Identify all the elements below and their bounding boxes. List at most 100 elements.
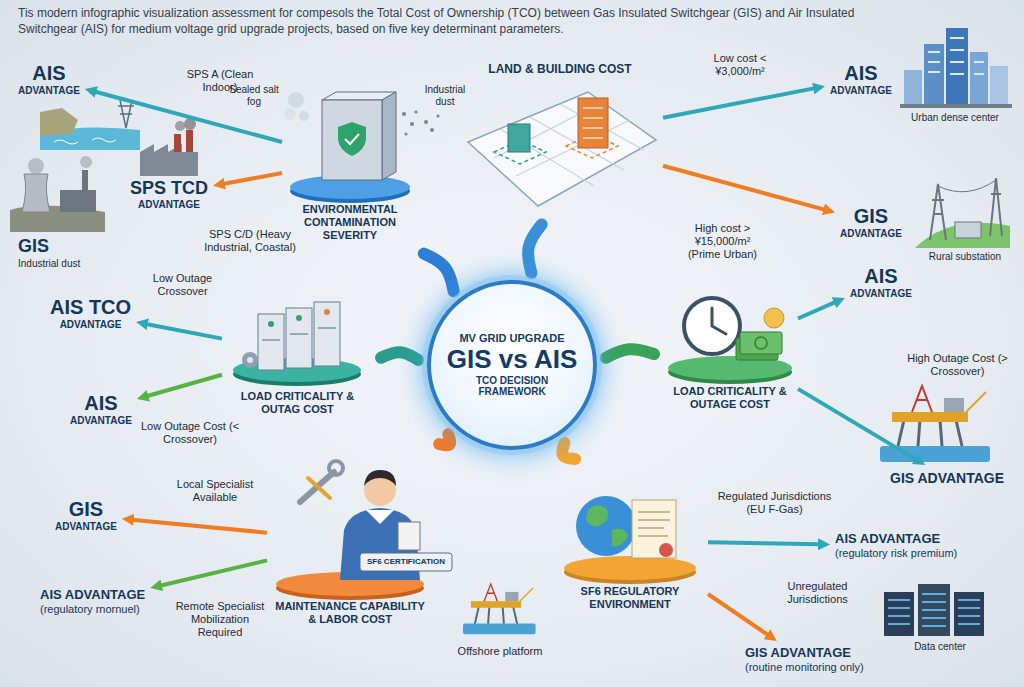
node-text: GIS: [55, 498, 117, 521]
node-text: ADVANTAGE: [130, 199, 208, 211]
node-text: AIS ADVANTAGE: [40, 588, 145, 603]
arrow-connector: [798, 302, 836, 319]
node-text: ADVANTAGE: [70, 415, 132, 427]
land-map: [508, 124, 530, 152]
urban-skyline: [900, 104, 1012, 108]
switchgear-icon: [286, 308, 312, 368]
factor-node: LOAD CRITICALITY & OUTAG COST: [225, 290, 370, 416]
contamination-icon: [410, 122, 414, 126]
factory-scene: [174, 134, 181, 152]
factory-scene: [140, 118, 198, 176]
factory-scene: [175, 121, 185, 131]
contamination-icon: [382, 92, 396, 180]
outage-cost-icon: [712, 308, 726, 334]
edge-label: Remote Specialist Mobilization Required: [170, 600, 270, 640]
switchgear-icon: [258, 314, 284, 370]
urban-skyline: [990, 66, 1008, 106]
contamination-icon: [345, 134, 359, 144]
land-map: [578, 98, 608, 148]
outcome-node: AISADVANTAGE: [18, 62, 80, 97]
industrial-scene: [28, 158, 44, 174]
data-center: [884, 592, 914, 636]
technician-figure: [308, 478, 330, 498]
caption-label: Offshore platform: [445, 645, 555, 658]
urban-skyline: [970, 52, 988, 106]
contamination-icon: [299, 111, 309, 121]
hub-circle: MV GRID UPGRADEGIS vs AISTCO DECISION FR…: [427, 280, 597, 450]
edge-label: Local Specialist Available: [165, 478, 265, 504]
node-text: SF6 REGULATORY ENVIRONMENT: [555, 585, 705, 611]
rural-substation: [938, 180, 996, 192]
node-text: GIS: [840, 205, 902, 228]
node-text: ADVANTAGE: [850, 288, 912, 300]
rural-substation: [915, 178, 1010, 248]
industrial-scene: [10, 156, 105, 232]
edge-label: SPS C/D (Heavy Industrial, Coastal): [195, 228, 305, 254]
arrow-connector: [146, 375, 222, 397]
node-text: AIS TCO: [50, 296, 131, 319]
contamination-icon: [404, 132, 407, 135]
coastal-scene: [118, 100, 134, 128]
node-text: LAND & BUILDING COST: [460, 62, 660, 76]
data-center: [884, 584, 984, 636]
arrow-connector: [708, 594, 769, 635]
rural-substation: [955, 222, 981, 238]
technician-figure: [366, 510, 394, 524]
offshore-platform: [463, 584, 536, 634]
contamination-icon: [338, 122, 366, 156]
industrial-scene: [80, 156, 92, 168]
offshore-rig: [880, 386, 990, 462]
outcome-node: AIS ADVANTAGE(regulatory risk premium): [835, 532, 957, 560]
arrow-connector: [146, 324, 222, 339]
edge-label: Unregulated Jurisdictions: [770, 580, 865, 606]
edge-label: Low cost < ¥3,000/m²: [700, 52, 780, 78]
outcome-node: AIS TCOADVANTAGE: [50, 296, 131, 331]
coastal-scene: [40, 108, 78, 136]
data-center: [888, 594, 980, 626]
offshore-rig: [880, 386, 990, 462]
node-text: ADVANTAGE: [18, 85, 80, 97]
branch-link: [439, 434, 450, 445]
technician-figure: [364, 470, 396, 486]
factor-node: SF6 REGULATORY ENVIRONMENT: [555, 470, 705, 611]
node-text: ADVANTAGE: [830, 85, 892, 97]
technician-figure: [329, 461, 343, 475]
edge-label: Low Outage Cost (< Crossover): [140, 420, 240, 446]
node-text: MV GRID UPGRADE: [459, 332, 564, 345]
urban-skyline: [924, 44, 944, 106]
regulation-icon: [564, 496, 696, 584]
regulation-icon: [586, 505, 608, 526]
node-text: GIS ADVANTAGE: [745, 646, 864, 661]
industrial-scene: [60, 190, 96, 212]
data-center: [954, 592, 984, 636]
contamination-icon: [436, 114, 439, 117]
urban-skyline: [904, 70, 922, 106]
switchgear-icon: [268, 321, 274, 327]
regulation-icon: [638, 512, 670, 536]
contamination-icon: [284, 108, 296, 120]
outage-cost-icon: [764, 308, 784, 328]
contamination-icon: [424, 120, 428, 124]
branch-link: [381, 352, 418, 360]
land-map: [494, 100, 644, 186]
coastal-scene: [40, 100, 140, 150]
node-text: ENVIRONMENTAL CONTAMINATION SEVERITY: [285, 203, 415, 243]
regulation-icon: [659, 543, 673, 557]
caption-label: Industrial dust: [18, 258, 108, 270]
node-text: MAINTENANCE CAPABILITY & LABOR COST: [270, 600, 430, 626]
outcome-node: AISADVANTAGE: [850, 265, 912, 300]
node-text: SPS TCD: [130, 178, 208, 199]
factory-scene: [140, 152, 198, 176]
caption-label: Data center: [890, 641, 990, 653]
switchgear-icon: [296, 315, 302, 321]
rural-substation: [915, 223, 1010, 248]
arrow-connector: [663, 166, 825, 210]
outcome-node: GISADVANTAGE: [55, 498, 117, 533]
contamination-icon: [430, 128, 434, 132]
industrial-scene: [22, 174, 50, 212]
node-text: GIS vs AIS: [447, 345, 578, 375]
branch-link: [606, 349, 654, 358]
urban-skyline: [946, 28, 968, 106]
land-map: [583, 108, 603, 138]
